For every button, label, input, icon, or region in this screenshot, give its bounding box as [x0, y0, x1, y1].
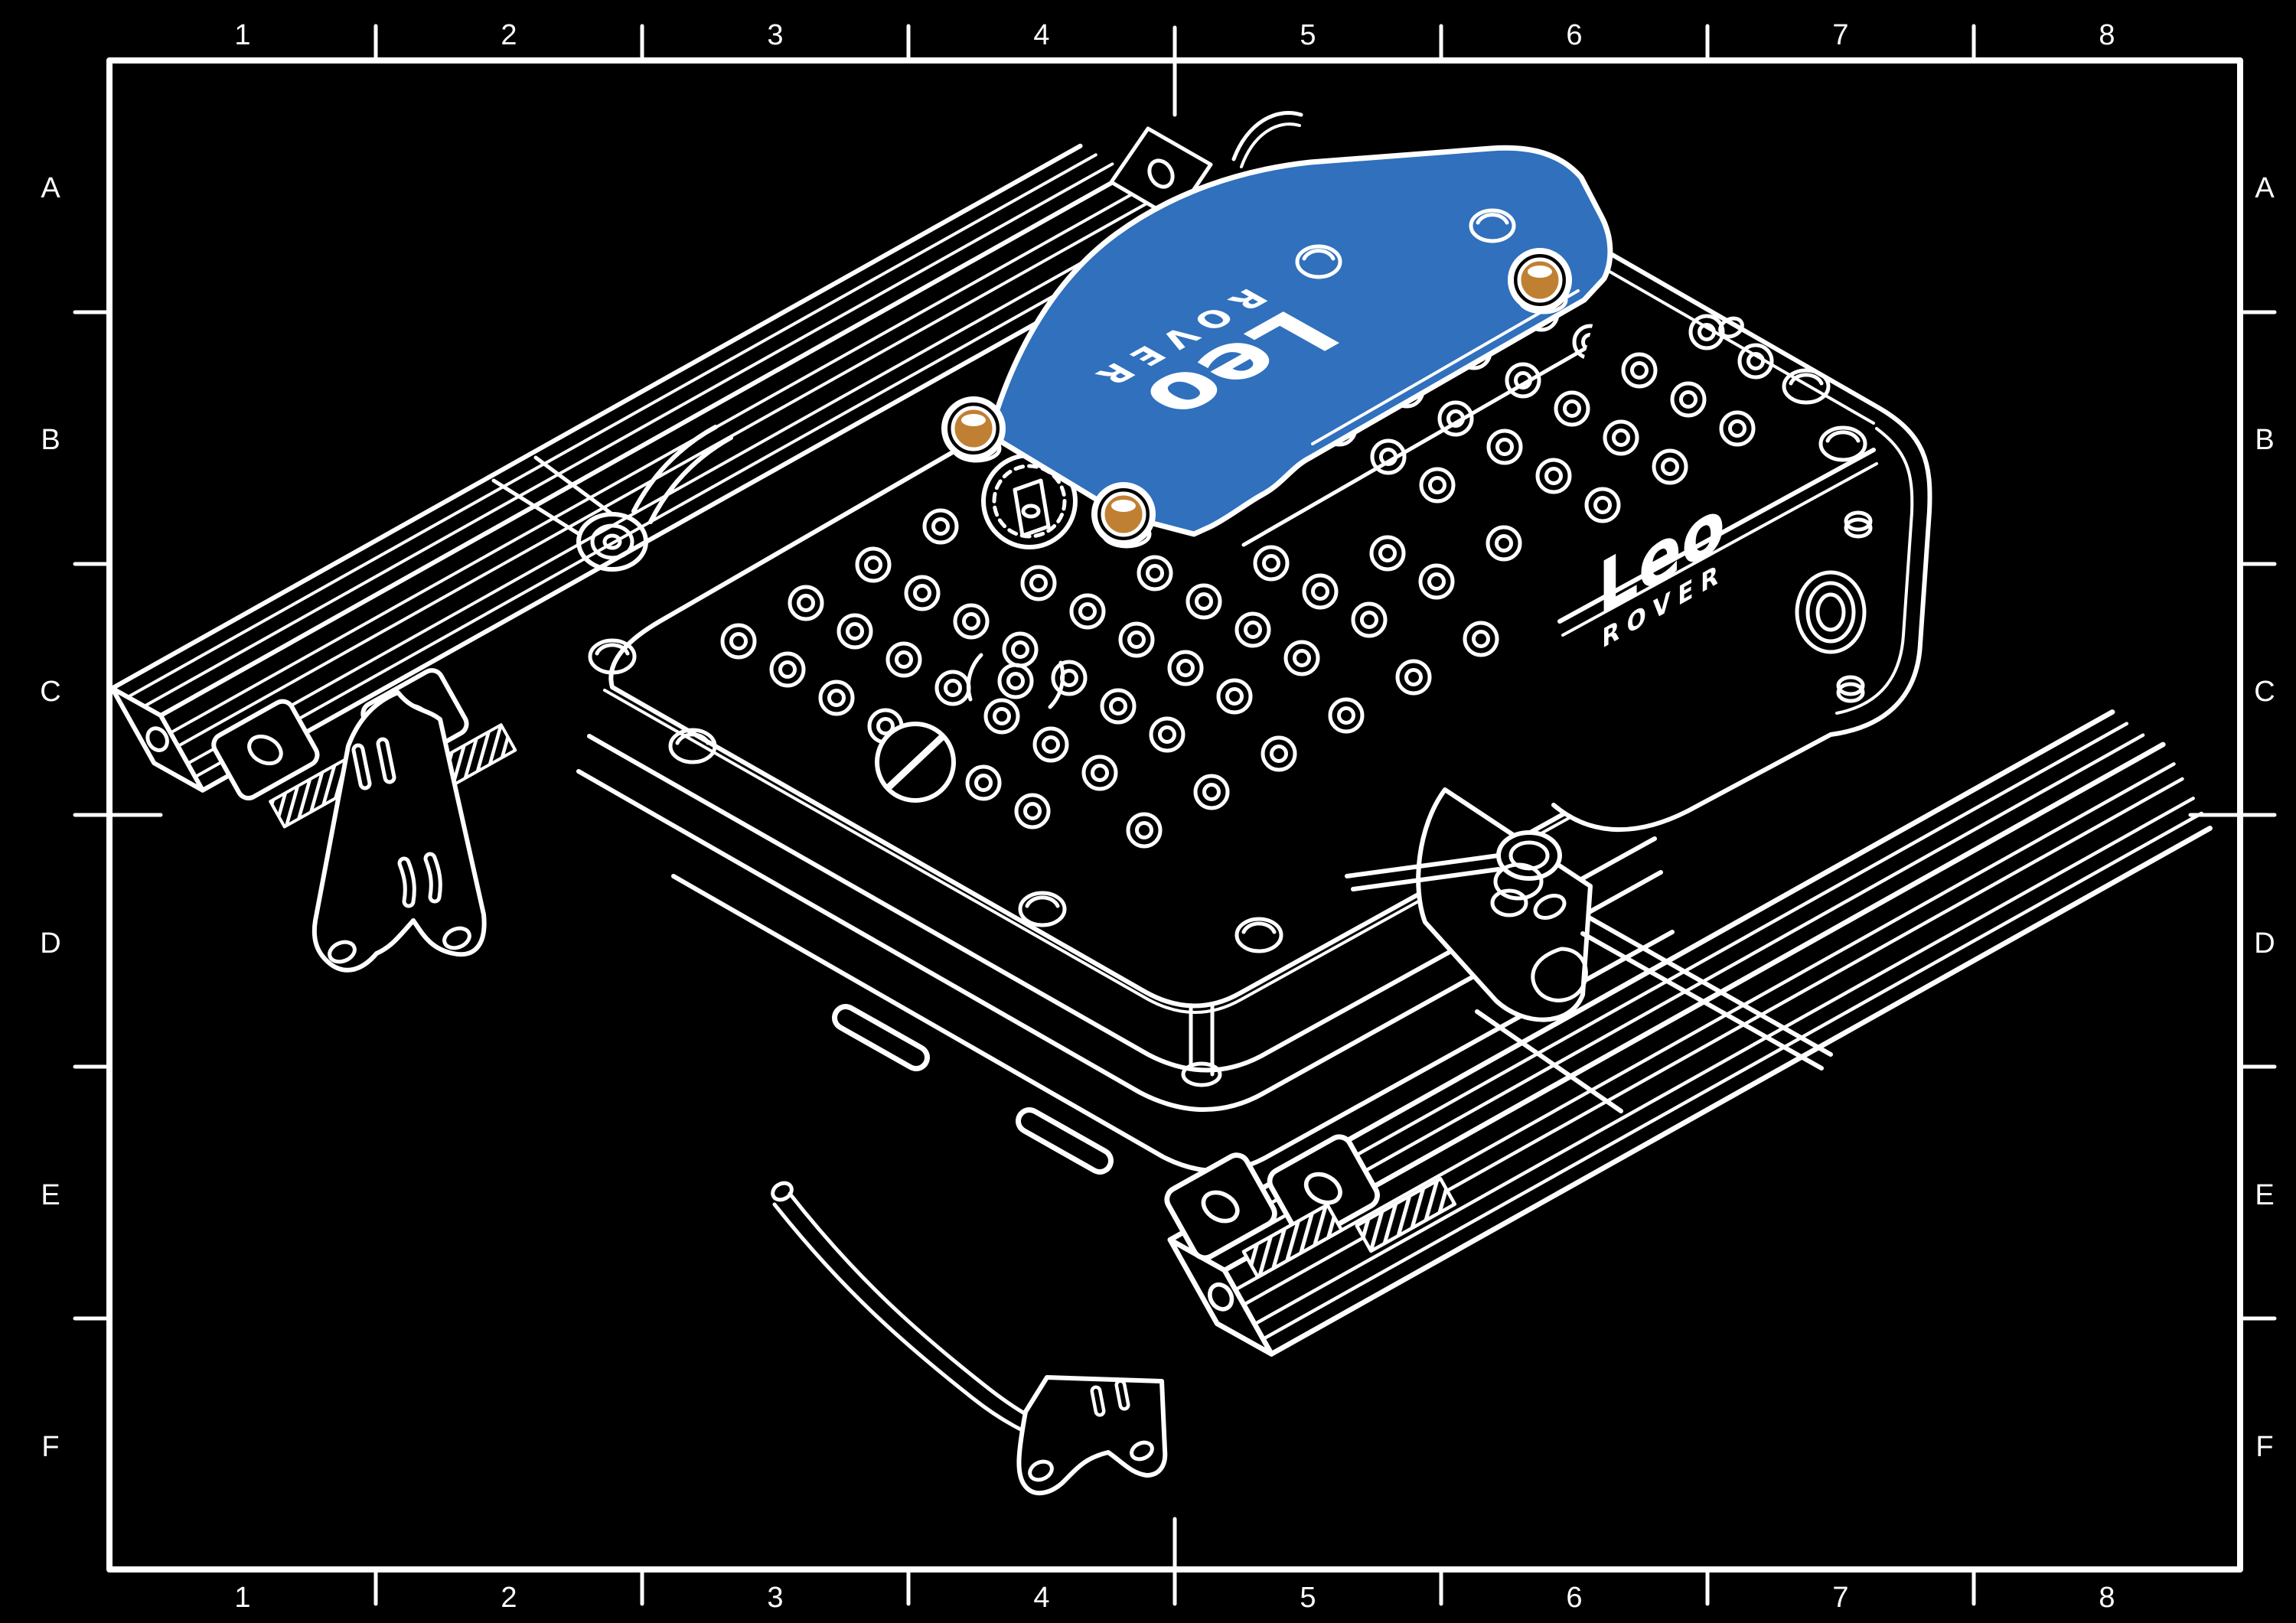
- slotted-screw: [875, 722, 956, 803]
- thumbscrew-icon: [941, 396, 1006, 463]
- zone-label: 6: [1566, 19, 1582, 51]
- zone-label: 7: [1832, 1582, 1848, 1614]
- zone-label: 3: [767, 19, 783, 51]
- rear-deck: [1241, 298, 1619, 547]
- main-mounting-plate: [590, 431, 1653, 1014]
- zone-label: F: [41, 1431, 59, 1463]
- box-face-details: [1784, 370, 1870, 701]
- zone-label: B: [2255, 424, 2274, 456]
- zone-label: 2: [501, 1582, 517, 1614]
- left-bracket: [311, 690, 487, 973]
- right-bracket: [1016, 1375, 1168, 1496]
- thumbscrew-icon: [1091, 482, 1156, 549]
- zone-label: 6: [1566, 1582, 1582, 1614]
- zone-label: C: [40, 676, 60, 708]
- thumbscrew-icon: [1508, 248, 1572, 314]
- zone-label: E: [2255, 1179, 2274, 1211]
- rail-mount-blocks: [1164, 1134, 1457, 1279]
- zone-label: 5: [1300, 1582, 1316, 1614]
- zone-label: 7: [1832, 19, 1848, 51]
- zone-label: 3: [767, 1582, 783, 1614]
- zone-label: 8: [2099, 19, 2115, 51]
- index-arcs: [966, 653, 1065, 709]
- zone-label: 4: [1033, 19, 1049, 51]
- right-rail: [1164, 709, 2213, 1357]
- rover-isometric-view: Leo ROVER: [109, 110, 2213, 1496]
- zone-label: 5: [1300, 19, 1316, 51]
- electronics-box: Leo ROVER: [1489, 252, 1932, 833]
- zone-label: B: [41, 424, 60, 456]
- antenna-mount: [981, 453, 1078, 549]
- zone-label: D: [40, 927, 60, 960]
- zone-ticks: [73, 24, 2277, 1606]
- cover-screws: [1295, 208, 1516, 279]
- zone-label: A: [2255, 172, 2275, 204]
- zone-label: E: [41, 1179, 60, 1211]
- rocker-assembly: [1345, 787, 1833, 1113]
- blue-cover-panel: Leo ROVER: [987, 145, 1613, 537]
- zone-label: 4: [1033, 1582, 1049, 1614]
- zone-label: D: [2254, 927, 2275, 960]
- zone-labels: 1 2 3 4 5 6 7 8 1 2 3 4 5 6 7 8 A B C D …: [40, 19, 2275, 1614]
- zone-label: 1: [234, 19, 250, 51]
- zone-label: A: [41, 172, 60, 204]
- zone-label: 8: [2099, 1582, 2115, 1614]
- box-top-holes: [1489, 315, 1772, 521]
- zone-label: 2: [501, 19, 517, 51]
- zone-label: F: [2255, 1431, 2273, 1463]
- thumbscrews: [941, 248, 1572, 549]
- zone-label: 1: [234, 1582, 250, 1614]
- zone-label: C: [2254, 676, 2275, 708]
- drawing-frame: 1 2 3 4 5 6 7 8 1 2 3 4 5 6 7 8 A B C D …: [40, 19, 2277, 1614]
